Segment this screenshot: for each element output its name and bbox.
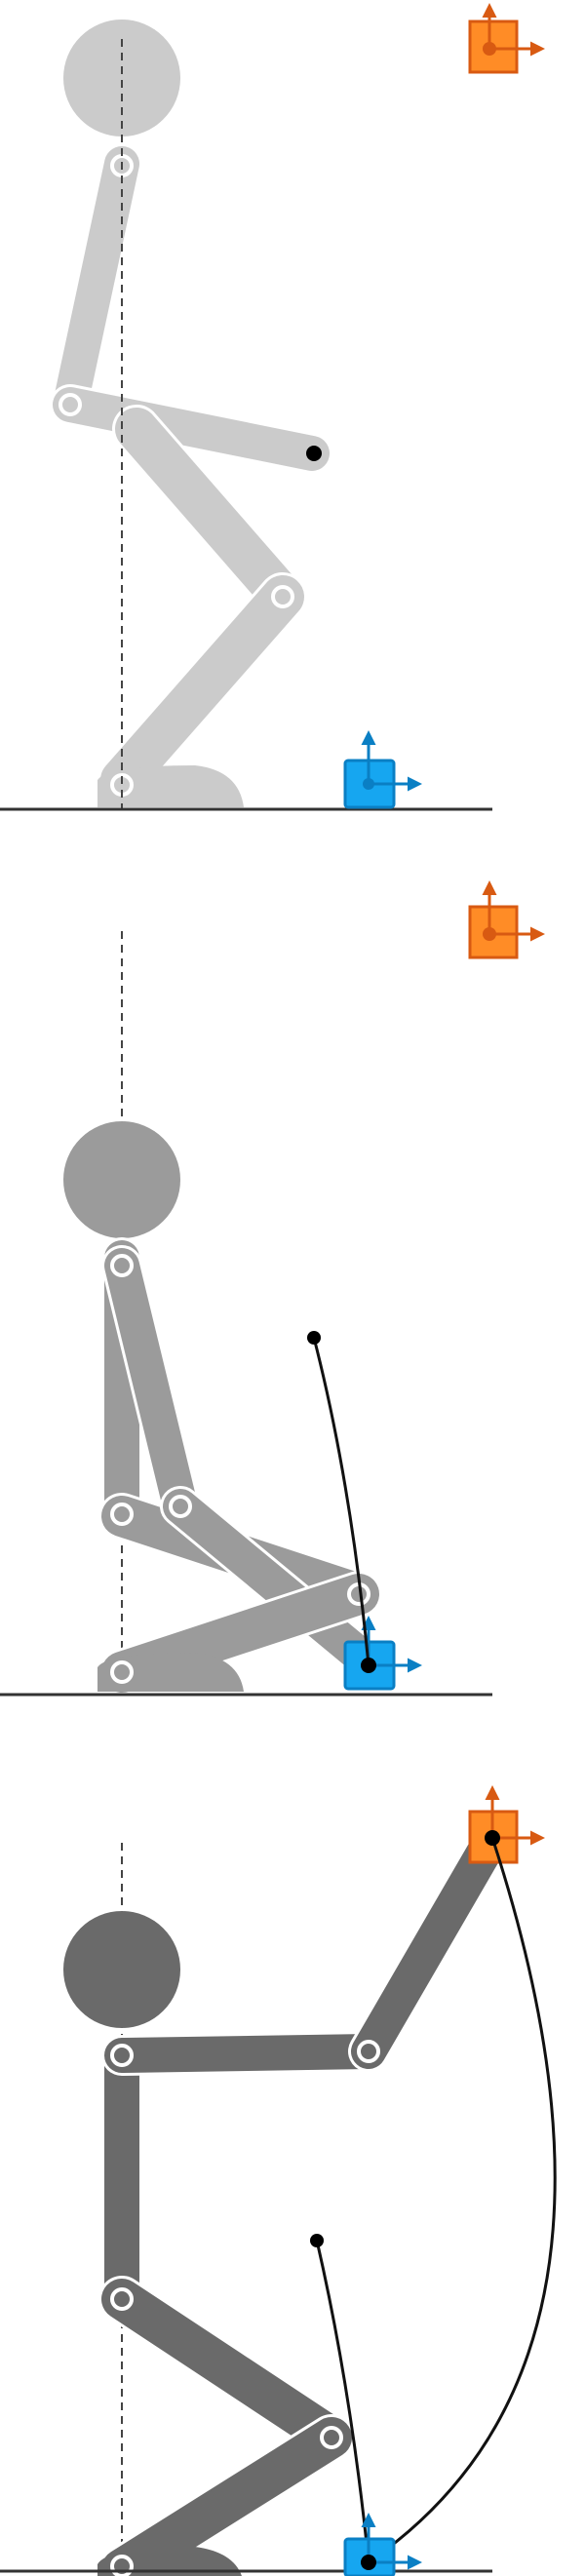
end-point — [361, 1658, 376, 1673]
panel-2 — [0, 880, 545, 1697]
head — [63, 20, 180, 137]
target-frame-icon — [468, 3, 545, 74]
ankle-joint — [110, 1660, 134, 1684]
end-point — [361, 2555, 376, 2570]
hip-joint — [110, 2287, 134, 2311]
start-point — [307, 1331, 321, 1345]
panel-3 — [0, 1785, 557, 2576]
start-point — [310, 2234, 324, 2247]
ankle-joint — [110, 2555, 134, 2576]
hand-point — [485, 1830, 500, 1846]
elbow-joint — [169, 1495, 192, 1518]
foot-frame-icon — [343, 730, 422, 809]
foot-frame-icon — [343, 2513, 422, 2576]
figure-mid — [63, 1121, 389, 1696]
neck-joint — [110, 1254, 134, 1277]
figure-dark — [63, 1817, 513, 2576]
elbow-joint — [357, 2040, 380, 2063]
foot-shape — [98, 1653, 244, 1692]
hand-point — [306, 446, 322, 461]
panel-1 — [0, 3, 545, 811]
head — [63, 1121, 180, 1238]
shoulder-joint — [58, 393, 82, 416]
foot-shape — [98, 765, 244, 807]
head — [63, 1911, 180, 2028]
trajectory-hand-to-foot — [315, 2240, 370, 2563]
target-frame-icon — [468, 1785, 545, 1864]
hip-joint — [110, 1503, 134, 1526]
foot-shape — [98, 2547, 242, 2576]
shoulder-joint — [110, 2044, 134, 2067]
trajectory-hand-to-foot — [312, 1337, 370, 1666]
knee-joint — [320, 2426, 343, 2449]
target-frame-icon — [468, 880, 545, 959]
knee-joint — [271, 585, 294, 608]
trajectory-foot-to-target — [368, 1837, 557, 2564]
figure-light — [50, 20, 332, 807]
